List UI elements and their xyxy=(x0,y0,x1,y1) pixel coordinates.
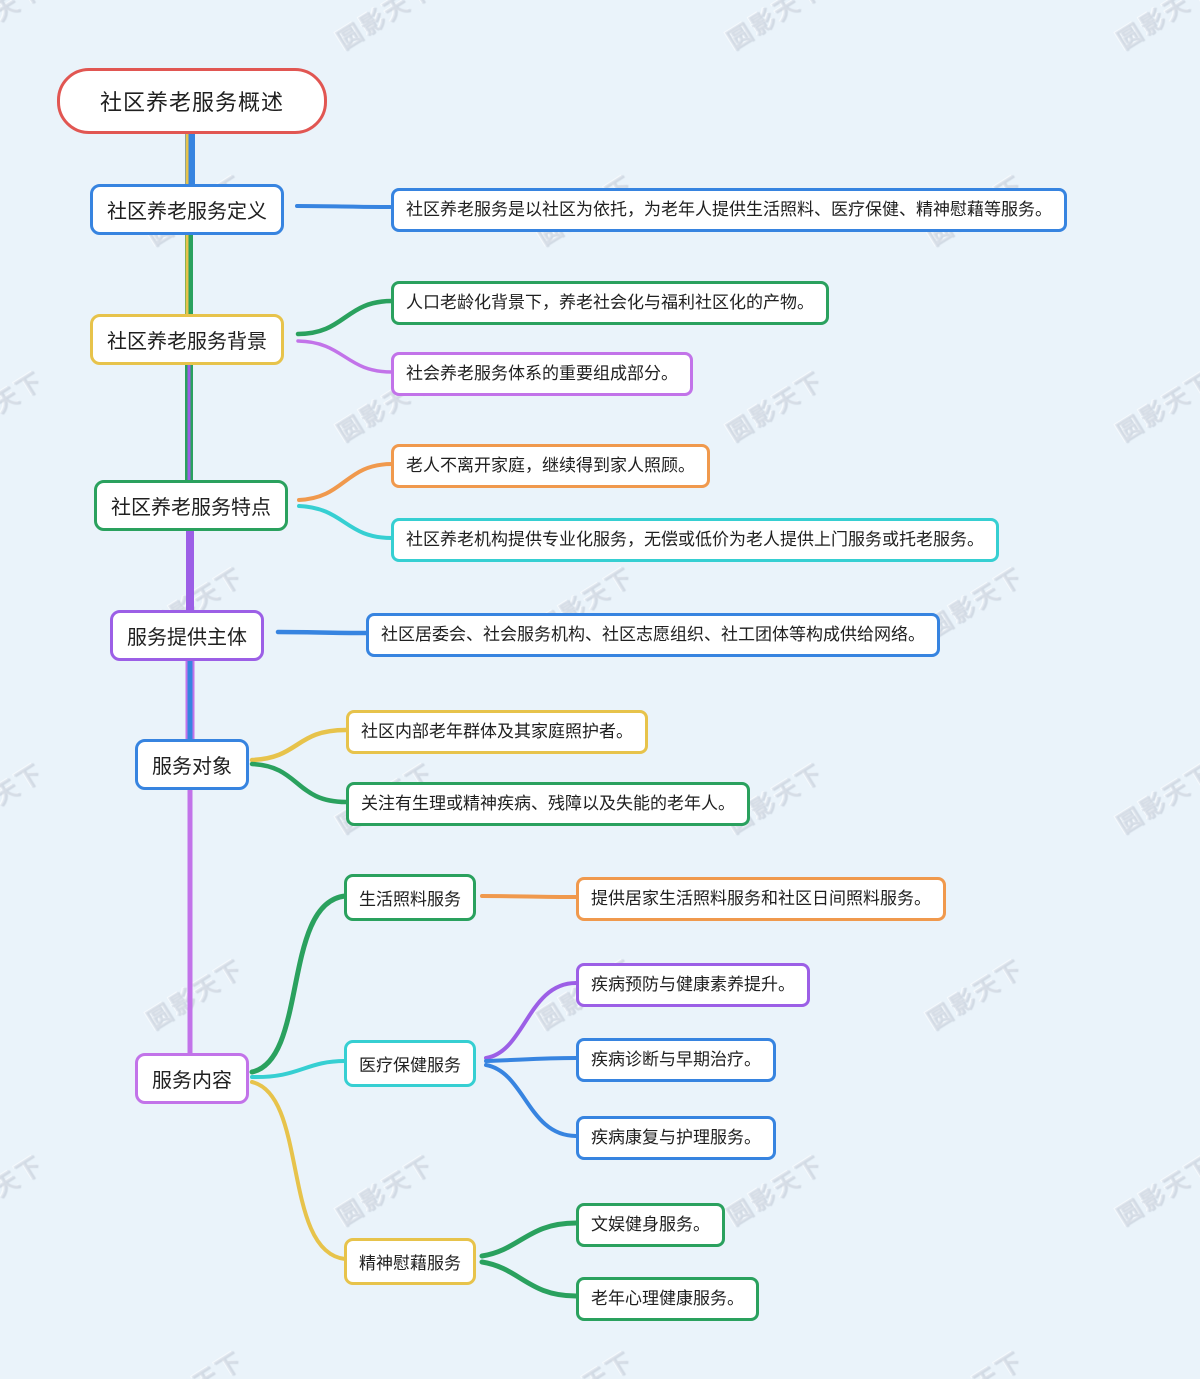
leaf-medical-1[interactable]: 疾病预防与健康素养提升。 xyxy=(576,963,810,1007)
leaf-label: 关注有生理或精神疾病、残障以及失能的老年人。 xyxy=(361,794,735,813)
node-features[interactable]: 社区养老服务特点 xyxy=(94,480,288,531)
connector-def-child xyxy=(295,204,392,209)
connector-spirit-child2 xyxy=(479,1259,579,1299)
leaf-label: 社区养老服务是以社区为依托，为老年人提供生活照料、医疗保健、精神慰藉等服务。 xyxy=(406,200,1052,219)
leaf-label: 老年心理健康服务。 xyxy=(591,1289,744,1308)
leaf-definition-text[interactable]: 社区养老服务是以社区为依托，为老年人提供生活照料、医疗保健、精神慰藉等服务。 xyxy=(391,188,1067,232)
node-life-care-label: 生活照料服务 xyxy=(359,890,461,909)
node-root-label: 社区养老服务概述 xyxy=(100,90,285,115)
connector-content-life xyxy=(249,893,348,1075)
connector-target-child2 xyxy=(249,761,349,805)
connector-content-medical xyxy=(250,1059,347,1080)
leaf-medical-3[interactable]: 疾病康复与护理服务。 xyxy=(576,1116,776,1160)
node-spiritual-care-label: 精神慰藉服务 xyxy=(359,1254,461,1273)
node-definition-label: 社区养老服务定义 xyxy=(107,201,267,223)
leaf-label: 疾病诊断与早期治疗。 xyxy=(591,1050,761,1069)
leaf-spiritual-2[interactable]: 老年心理健康服务。 xyxy=(576,1277,759,1321)
leaf-providers-text[interactable]: 社区居委会、社会服务机构、社区志愿组织、社工团体等构成供给网络。 xyxy=(366,613,940,657)
leaf-label: 社会养老服务体系的重要组成部分。 xyxy=(406,364,678,383)
leaf-label: 提供居家生活照料服务和社区日间照料服务。 xyxy=(591,889,931,908)
node-medical-care[interactable]: 医疗保健服务 xyxy=(344,1040,476,1087)
connector-bg-child2 xyxy=(296,339,394,374)
connector-spirit-child1 xyxy=(479,1220,579,1259)
node-providers[interactable]: 服务提供主体 xyxy=(110,610,264,661)
node-medical-care-label: 医疗保健服务 xyxy=(359,1056,461,1075)
connector-bg-child1 xyxy=(295,298,395,337)
node-life-care[interactable]: 生活照料服务 xyxy=(344,874,476,921)
leaf-background-1[interactable]: 人口老龄化背景下，养老社会化与福利社区化的产物。 xyxy=(391,281,829,325)
leaf-background-2[interactable]: 社会养老服务体系的重要组成部分。 xyxy=(391,352,693,396)
leaf-label: 社区内部老年群体及其家庭照护者。 xyxy=(361,722,633,741)
connector-feat-child1 xyxy=(297,462,394,502)
connector-medical-child1 xyxy=(484,981,578,1060)
connector-life-child xyxy=(480,894,578,899)
leaf-label: 老人不离开家庭，继续得到家人照顾。 xyxy=(406,456,695,475)
node-content-label: 服务内容 xyxy=(152,1070,232,1092)
leaf-label: 社区居委会、社会服务机构、社区志愿组织、社工团体等构成供给网络。 xyxy=(381,625,925,644)
leaf-targets-2[interactable]: 关注有生理或精神疾病、残障以及失能的老年人。 xyxy=(346,782,750,826)
leaf-label: 文娱健身服务。 xyxy=(591,1215,710,1234)
node-spiritual-care[interactable]: 精神慰藉服务 xyxy=(344,1238,476,1285)
connector-medical-child3 xyxy=(484,1063,578,1138)
node-targets[interactable]: 服务对象 xyxy=(135,739,249,790)
node-root[interactable]: 社区养老服务概述 xyxy=(57,68,328,134)
node-features-label: 社区养老服务特点 xyxy=(111,497,271,519)
node-providers-label: 服务提供主体 xyxy=(127,627,247,649)
leaf-targets-1[interactable]: 社区内部老年群体及其家庭照护者。 xyxy=(346,710,648,754)
leaf-features-2[interactable]: 社区养老机构提供专业化服务，无偿或低价为老人提供上门服务或托老服务。 xyxy=(391,518,999,562)
leaf-features-1[interactable]: 老人不离开家庭，继续得到家人照顾。 xyxy=(391,444,710,488)
leaf-label: 人口老龄化背景下，养老社会化与福利社区化的产物。 xyxy=(406,293,814,312)
connector-target-child1 xyxy=(249,727,349,763)
node-definition[interactable]: 社区养老服务定义 xyxy=(90,184,284,235)
connector-feat-child2 xyxy=(297,504,394,540)
leaf-spiritual-1[interactable]: 文娱健身服务。 xyxy=(576,1203,725,1247)
leaf-medical-2[interactable]: 疾病诊断与早期治疗。 xyxy=(576,1038,776,1082)
node-background[interactable]: 社区养老服务背景 xyxy=(90,314,284,365)
leaf-life-care-text[interactable]: 提供居家生活照料服务和社区日间照料服务。 xyxy=(576,877,946,921)
leaf-label: 疾病预防与健康素养提升。 xyxy=(591,975,795,994)
leaf-label: 疾病康复与护理服务。 xyxy=(591,1128,761,1147)
leaf-label: 社区养老机构提供专业化服务，无偿或低价为老人提供上门服务或托老服务。 xyxy=(406,530,984,549)
node-content[interactable]: 服务内容 xyxy=(135,1053,249,1104)
connector-content-spirit xyxy=(250,1080,347,1261)
node-targets-label: 服务对象 xyxy=(152,756,232,778)
node-background-label: 社区养老服务背景 xyxy=(107,331,267,353)
connector-provider-child xyxy=(275,629,369,636)
connector-medical-child2 xyxy=(484,1056,578,1063)
